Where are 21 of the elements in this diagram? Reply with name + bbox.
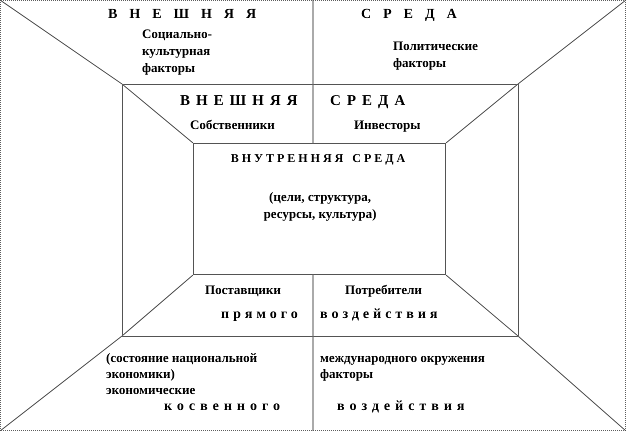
stakeholder-label: Инвесторы bbox=[354, 117, 420, 133]
section-heading: ВНУТРЕННЯЯ СРЕДА bbox=[230, 151, 410, 166]
description-text: (цели, структура, ресурсы, культура) bbox=[262, 188, 378, 222]
factor-label: Социально-культурная факторы bbox=[142, 25, 213, 76]
section-heading: прямого bbox=[221, 306, 302, 323]
section-heading: косвенного bbox=[164, 399, 286, 415]
section-heading: ВНЕШНЯЯ bbox=[180, 92, 304, 110]
section-heading: СРЕДА bbox=[330, 92, 412, 110]
section-heading: ВНЕШНЯЯ bbox=[108, 7, 268, 23]
middle-frame bbox=[122, 84, 519, 337]
factor-label: экономические bbox=[106, 382, 196, 398]
section-heading: воздействия bbox=[337, 399, 470, 415]
factor-label: международного окружения факторы bbox=[320, 350, 486, 382]
stakeholder-label: Собственники bbox=[190, 117, 275, 133]
inner-frame bbox=[193, 143, 446, 275]
stakeholder-label: Поставщики bbox=[205, 282, 281, 298]
section-heading: воздействия bbox=[320, 306, 442, 323]
factor-note: (состояние национальной экономики) bbox=[106, 350, 258, 382]
factor-label: Политические факторы bbox=[393, 37, 479, 71]
section-heading: СРЕДА bbox=[361, 7, 469, 23]
stakeholder-label: Потребители bbox=[345, 282, 422, 298]
